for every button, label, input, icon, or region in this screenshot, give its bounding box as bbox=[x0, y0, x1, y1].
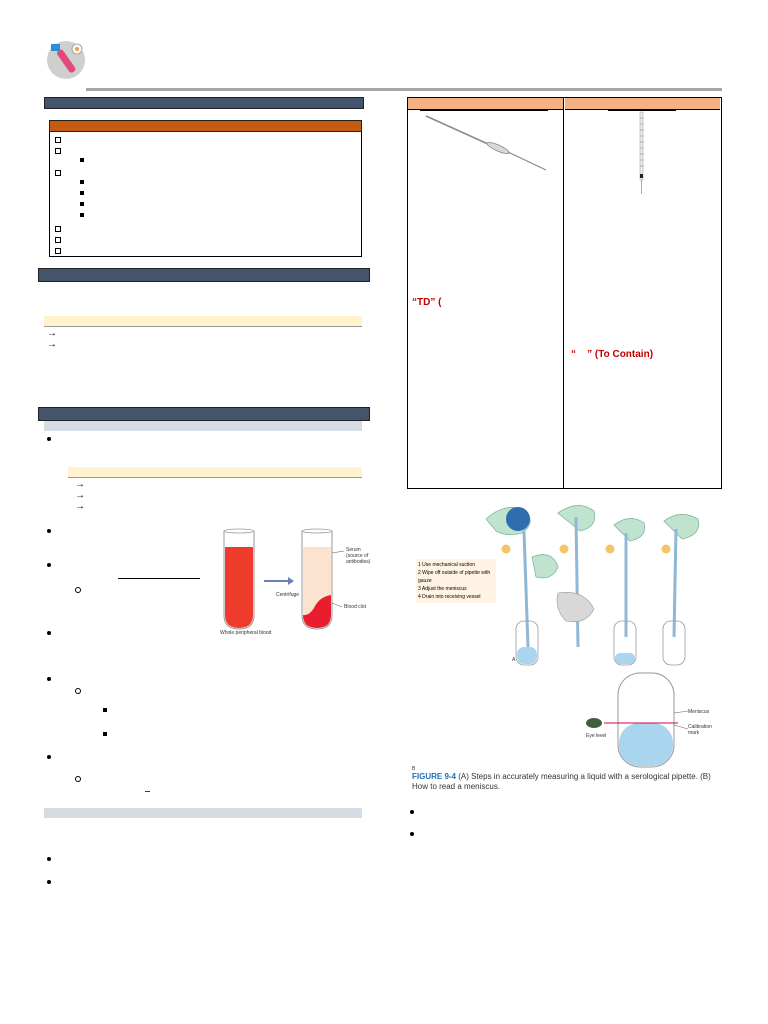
box-bullet-1 bbox=[55, 137, 61, 143]
steps-legend: 1 Use mechanical suction 2 Wipe off outs… bbox=[418, 561, 498, 601]
volumetric-pipette-icon bbox=[425, 115, 547, 171]
header-rule bbox=[86, 88, 722, 91]
subsubbullet-1 bbox=[103, 708, 107, 712]
bullet-1 bbox=[47, 437, 51, 441]
pipetting-steps-illustration-icon bbox=[408, 497, 720, 795]
blood-left-caption: Whole peripheral blood bbox=[220, 630, 272, 636]
right-bullet-1 bbox=[410, 810, 414, 814]
subbullet-3 bbox=[75, 776, 81, 782]
table-header-underline bbox=[420, 110, 548, 111]
arrow-2: → bbox=[47, 339, 57, 350]
panel-a-label: A bbox=[512, 657, 516, 663]
section-bar-3 bbox=[38, 407, 370, 421]
subbullet-2 bbox=[75, 688, 81, 694]
bullet-5 bbox=[47, 677, 51, 681]
table-divider bbox=[563, 97, 564, 488]
step-1: 1 Use mechanical suction bbox=[418, 562, 475, 568]
note-rule-2 bbox=[68, 477, 362, 478]
arrow-3: → bbox=[75, 479, 85, 490]
box-subbullet-1 bbox=[80, 158, 84, 162]
section-bar-2 bbox=[38, 268, 370, 282]
volumetric-pipette-image bbox=[418, 110, 553, 178]
pipette-table bbox=[407, 97, 722, 489]
figure-caption: FIGURE 9-4 (A) Steps in accurately measu… bbox=[412, 772, 712, 792]
box-subbullet-3 bbox=[80, 191, 84, 195]
bullet-7 bbox=[47, 857, 51, 861]
arrow-5: → bbox=[75, 501, 85, 512]
serum-label: Serum (source of antibodies) bbox=[346, 547, 371, 565]
subbullet-1 bbox=[75, 587, 81, 593]
tc-label: “ ” (To Contain) bbox=[571, 349, 654, 360]
subsection-bar-2 bbox=[44, 808, 362, 818]
box-bullet-2 bbox=[55, 148, 61, 154]
centrifuge-tubes-icon bbox=[223, 528, 345, 630]
bullet-4 bbox=[47, 631, 51, 635]
meniscus-label: Meniscus bbox=[688, 709, 710, 715]
right-bullet-2 bbox=[410, 832, 414, 836]
blood-arrow-caption: Centrifuge bbox=[276, 592, 300, 598]
arrow-4: → bbox=[75, 490, 85, 501]
note-bar-1 bbox=[44, 316, 362, 326]
logo bbox=[46, 40, 86, 80]
arrow-1: → bbox=[47, 328, 57, 339]
panel-b-label: B bbox=[412, 766, 416, 772]
bullet-2 bbox=[47, 529, 51, 533]
box-subbullet-4 bbox=[80, 202, 84, 206]
step-3: 3 Adjust the meniscus bbox=[418, 586, 467, 592]
serological-pipette-image bbox=[630, 110, 654, 195]
test-tube-logo-icon bbox=[47, 41, 85, 79]
section-bar-1 bbox=[44, 97, 364, 109]
info-box bbox=[49, 120, 362, 257]
bullet-6 bbox=[47, 755, 51, 759]
bullet-3 bbox=[47, 563, 51, 567]
red-underline bbox=[145, 791, 150, 792]
note-rule-1 bbox=[44, 326, 362, 327]
subsubbullet-2 bbox=[103, 732, 107, 736]
box-bullet-3 bbox=[55, 170, 61, 176]
figure-caption-title: FIGURE 9-4 bbox=[412, 772, 457, 781]
box-bullet-5 bbox=[55, 237, 61, 243]
table-header-right bbox=[565, 98, 720, 110]
step-4: 4 Drain into receiving vessel bbox=[418, 594, 481, 600]
box-bullet-6 bbox=[55, 248, 61, 254]
box-subbullet-5 bbox=[80, 213, 84, 217]
underline-1 bbox=[118, 578, 200, 579]
table-header-left bbox=[408, 98, 563, 110]
clot-label: Blood clot bbox=[344, 604, 366, 610]
info-box-header bbox=[49, 120, 362, 132]
figure-caption-text: (A) Steps in accurately measuring a liqu… bbox=[412, 772, 711, 791]
serological-pipette-icon bbox=[639, 111, 644, 194]
table-header-underline-2 bbox=[608, 110, 676, 111]
box-subbullet-2 bbox=[80, 180, 84, 184]
blood-figure bbox=[214, 523, 374, 639]
calibration-label: Calibration mark bbox=[688, 724, 712, 736]
eye-level-label: Eye level bbox=[586, 733, 607, 739]
step-2: 2 Wipe off outside of pipette with gauze bbox=[418, 570, 491, 584]
pipetting-figure bbox=[408, 497, 720, 795]
box-bullet-4 bbox=[55, 226, 61, 232]
subsection-bar-1 bbox=[44, 421, 362, 431]
note-bar-2 bbox=[68, 467, 362, 477]
td-label: “TD” ( bbox=[412, 297, 442, 308]
bullet-8 bbox=[47, 880, 51, 884]
